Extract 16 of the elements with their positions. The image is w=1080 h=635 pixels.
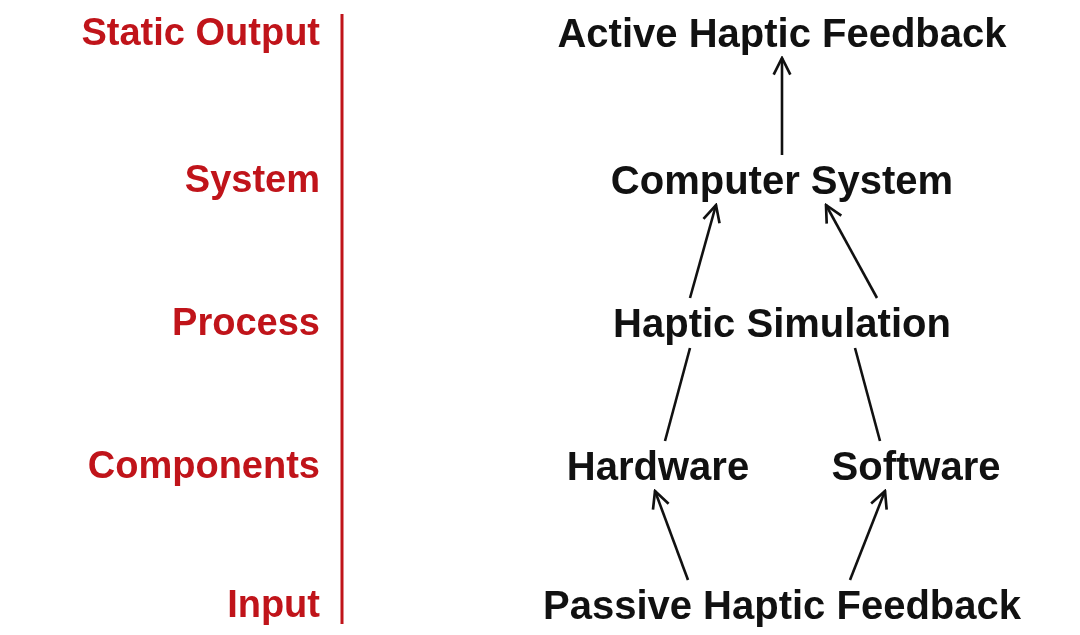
level-label: Static Output (81, 13, 320, 53)
node-label: Passive Haptic Feedback (543, 584, 1021, 626)
level-label: System (184, 160, 320, 200)
node-label: Software (831, 445, 1001, 487)
node-label: Active Haptic Feedback (557, 12, 1007, 54)
level-label: Input (227, 585, 320, 625)
node-label: Haptic Simulation (613, 302, 951, 344)
arrow (824, 203, 879, 299)
level-label: Components (87, 446, 320, 486)
arrow (772, 56, 792, 155)
node-label: Hardware (566, 445, 750, 487)
arrow (688, 203, 721, 299)
level-label: Process (172, 303, 320, 343)
arrow (848, 489, 888, 581)
node-label: Computer System (610, 159, 954, 201)
arrow (651, 489, 690, 581)
